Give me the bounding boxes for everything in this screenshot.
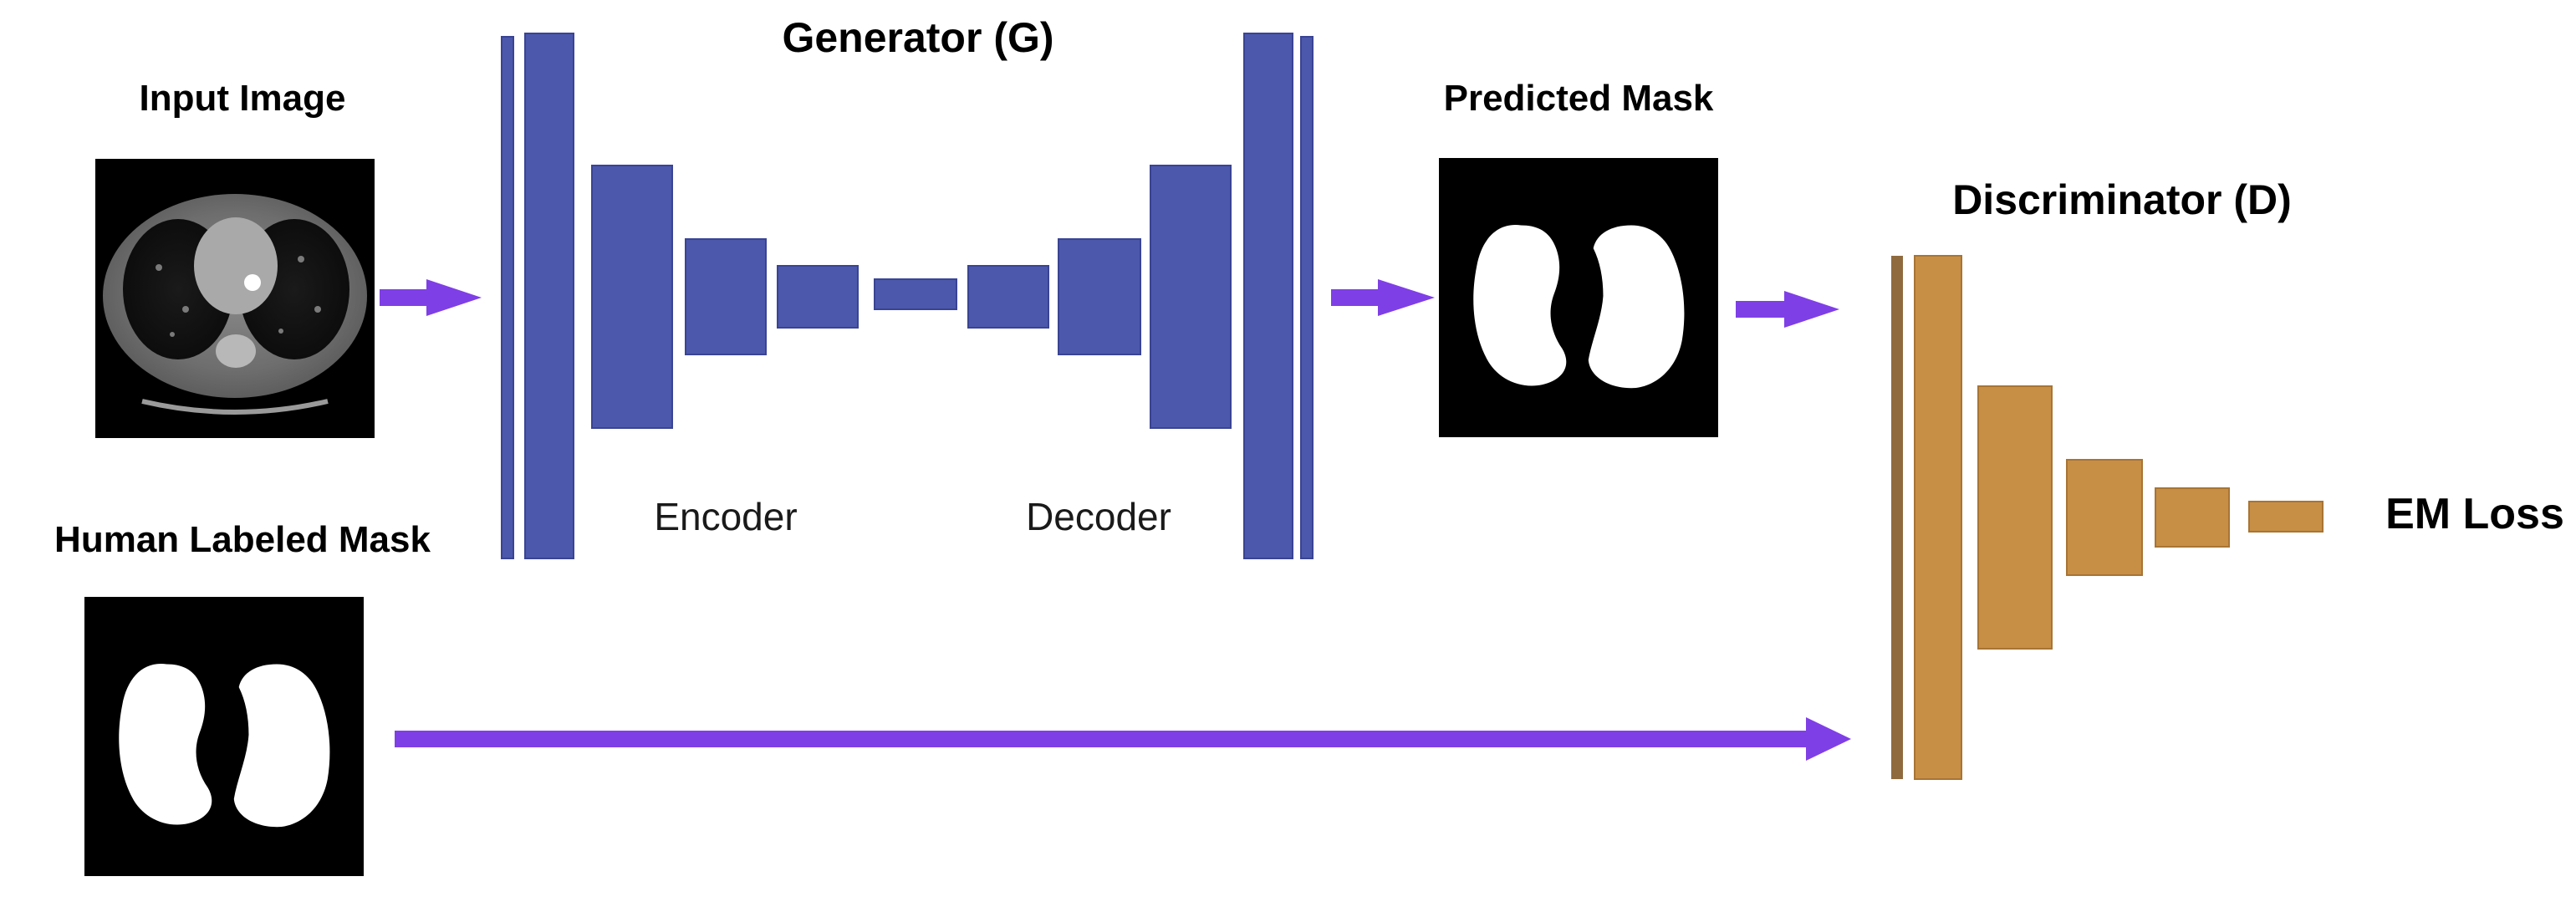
encoder-layer-2: [685, 238, 767, 355]
arrow-generator-to-predicted-mask: [1331, 279, 1435, 316]
decoder-label: Decoder: [1026, 495, 1171, 538]
discriminator-layer-3: [2155, 487, 2230, 548]
arrow-predicted-mask-to-discriminator: [1736, 291, 1839, 328]
arrow-human-mask-to-discriminator: [395, 717, 1851, 761]
discriminator-input-layer: [1914, 255, 1962, 780]
discriminator-output-layer: [2248, 501, 2324, 533]
input-ct-image: [95, 159, 375, 438]
discriminator-layer-1: [1977, 385, 2053, 650]
generator-network: [501, 33, 1314, 559]
generator-output-thin-bar: [1300, 36, 1314, 559]
predicted-mask-label: Predicted Mask: [1444, 78, 1714, 119]
generator-input-layer: [524, 33, 574, 559]
arrows: [380, 279, 1851, 761]
discriminator-layer-2: [2066, 459, 2143, 576]
encoder-label: Encoder: [654, 495, 797, 538]
decoder-layer-3: [1150, 165, 1232, 429]
human-labeled-mask-label: Human Labeled Mask: [54, 519, 431, 560]
bottleneck-layer: [874, 278, 957, 310]
decoder-layer-1: [967, 265, 1049, 329]
em-loss-label: EM Loss: [2385, 490, 2564, 538]
input-image-label: Input Image: [140, 78, 346, 119]
predicted-mask-image: [1439, 158, 1718, 437]
encoder-layer-3: [777, 265, 859, 329]
decoder-layer-2: [1058, 238, 1141, 355]
arrow-input-to-generator: [380, 279, 482, 316]
generator-output-layer: [1243, 33, 1293, 559]
generator-input-thin-bar: [501, 36, 514, 559]
encoder-layer-1: [591, 165, 673, 429]
discriminator-network: [1891, 255, 2324, 780]
human-labeled-mask-image: [84, 597, 364, 876]
discriminator-thin-bar: [1891, 256, 1903, 779]
discriminator-title: Discriminator (D): [1952, 176, 2292, 223]
generator-title: Generator (G): [782, 14, 1053, 61]
